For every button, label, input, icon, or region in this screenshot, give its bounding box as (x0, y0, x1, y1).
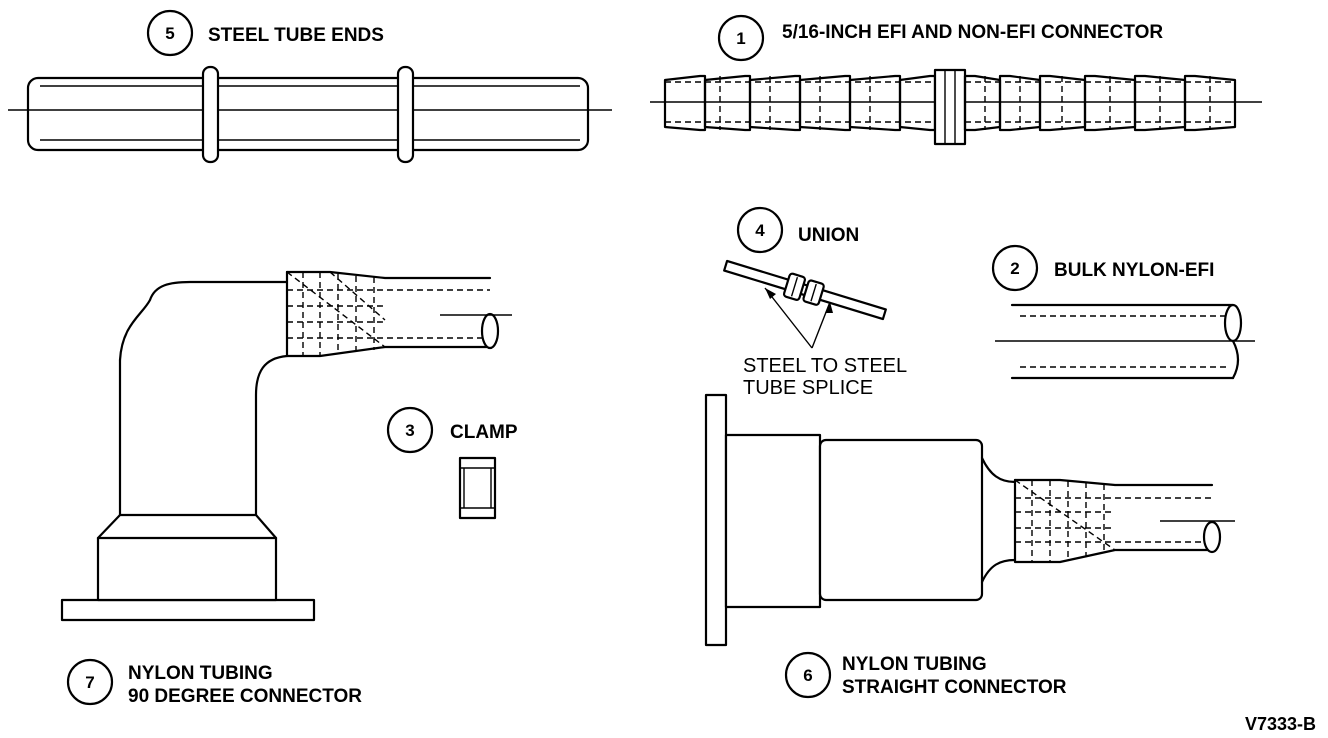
callout-4-number: 4 (755, 221, 765, 240)
callout-7-circle (66, 658, 114, 706)
figure-code: V7333-B (1245, 714, 1316, 734)
callout-2-number: 2 (1010, 259, 1019, 278)
straight-connector-housing-right (818, 438, 984, 602)
splice-note-line1: STEEL TO STEEL (743, 355, 907, 377)
callout-3: 3 CLAMP (386, 406, 518, 454)
callout-5-circle (146, 9, 194, 57)
clamp-drawing (458, 456, 497, 520)
straight-connector-flange (704, 393, 728, 647)
callout-2: 2 BULK NYLON-EFI (991, 244, 1214, 292)
callout-5-label: STEEL TUBE ENDS (208, 25, 384, 46)
callout-4-circle (736, 206, 784, 254)
splice-note-line2: TUBE SPLICE (743, 377, 873, 399)
connector-90-tube-end (480, 312, 500, 350)
steel-tube-body (26, 76, 590, 152)
callout-3-number: 3 (405, 421, 414, 440)
bulk-nylon-tube-end (1223, 303, 1243, 343)
straight-connector-housing-left (724, 433, 822, 609)
callout-2-label: BULK NYLON-EFI (1054, 260, 1214, 281)
callout-1-circle (717, 14, 765, 62)
efi-connector-center-collar (933, 68, 967, 146)
callout-6-label-line1: NYLON TUBING (842, 654, 987, 675)
straight-connector-drawing (704, 393, 1235, 647)
callout-7-number: 7 (85, 673, 94, 692)
callout-6-number: 6 (803, 666, 812, 685)
steel-tube-bead-left (201, 65, 220, 164)
callout-5-number: 5 (165, 24, 174, 43)
callout-1-number: 1 (736, 29, 745, 48)
steel-tube-bead-right (396, 65, 415, 164)
connector-90-housing (96, 536, 278, 602)
callout-1: 1 5/16-INCH EFI AND NON-EFI CONNECTOR (717, 14, 1163, 62)
straight-connector-tube-end (1202, 520, 1222, 554)
union-drawing: STEEL TO STEEL TUBE SPLICE (723, 259, 907, 399)
connector-90-base-flange (60, 598, 316, 622)
callout-7-label-line1: NYLON TUBING (128, 663, 273, 684)
callout-5: 5 STEEL TUBE ENDS (146, 9, 384, 57)
steel-tube-ends-drawing (8, 65, 612, 164)
callout-4-label: UNION (798, 225, 859, 246)
callout-3-label: CLAMP (450, 422, 518, 443)
callout-1-label: 5/16-INCH EFI AND NON-EFI CONNECTOR (782, 22, 1163, 43)
bulk-nylon-tube-drawing (995, 303, 1255, 380)
callout-7: 7 NYLON TUBING 90 DEGREE CONNECTOR (66, 658, 362, 707)
connector-90-degree-drawing (60, 270, 512, 622)
callout-6-circle (784, 651, 832, 699)
callout-6: 6 NYLON TUBING STRAIGHT CONNECTOR (784, 651, 1067, 699)
callout-3-circle (386, 406, 434, 454)
splice-pointer-arrows (764, 287, 833, 349)
efi-connector-drawing (650, 68, 1262, 146)
callout-4: 4 UNION (736, 206, 859, 254)
callout-6-label-line2: STRAIGHT CONNECTOR (842, 677, 1067, 698)
clamp-body (458, 456, 497, 520)
callout-2-circle (991, 244, 1039, 292)
callout-7-label-line2: 90 DEGREE CONNECTOR (128, 686, 362, 707)
